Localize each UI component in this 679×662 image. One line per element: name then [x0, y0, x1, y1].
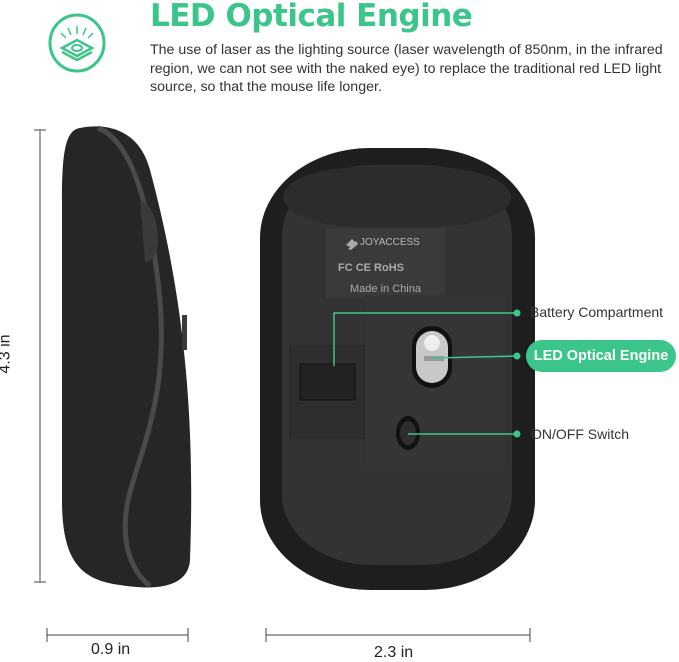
scroll-wheel [140, 200, 158, 262]
led-optical-engine-badge: LED Optical Engine [526, 340, 676, 372]
dimension-lines [34, 129, 531, 642]
on-off-switch-label: ON/OFF Switch [531, 426, 630, 442]
callout-dot [513, 309, 521, 317]
product-label [326, 228, 445, 298]
callout-dot [513, 352, 521, 360]
mouse-bottom-view [260, 148, 535, 590]
mouse-side-view [62, 125, 192, 588]
callout-dot [513, 430, 521, 438]
origin-label: Made in China [350, 283, 421, 295]
battery-compartment-label: Battery Compartment [530, 304, 664, 320]
certification-marks: FC CE RoHS [338, 262, 404, 274]
brand-label: JOYACCESS [360, 237, 420, 248]
description: The use of laser as the lighting source … [150, 42, 663, 95]
product-label-content [346, 239, 358, 250]
callout-lines [333, 312, 518, 435]
width-dimension: 2.3 in [374, 644, 414, 661]
depth-dimension: 0.9 in [91, 641, 131, 658]
led-chip-icon [48, 13, 106, 73]
page-title: LED Optical Engine [150, 0, 473, 34]
height-dimension: 4.3 in [0, 334, 14, 374]
